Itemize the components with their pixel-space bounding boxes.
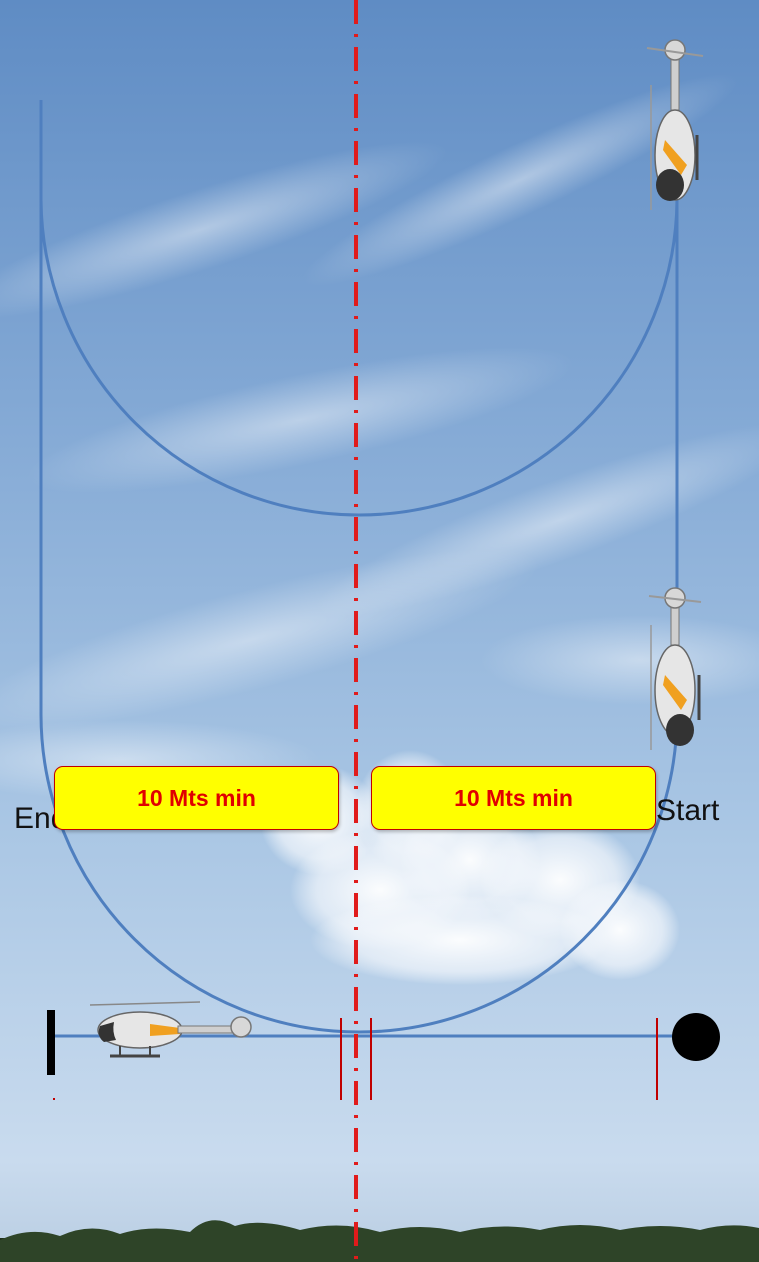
distance-box-right: 10 Mts min <box>371 766 656 830</box>
end-marker-icon <box>47 1010 55 1075</box>
start-point-icon <box>672 1013 720 1061</box>
start-label: Start <box>656 794 719 828</box>
distance-box-left: 10 Mts min <box>54 766 339 830</box>
